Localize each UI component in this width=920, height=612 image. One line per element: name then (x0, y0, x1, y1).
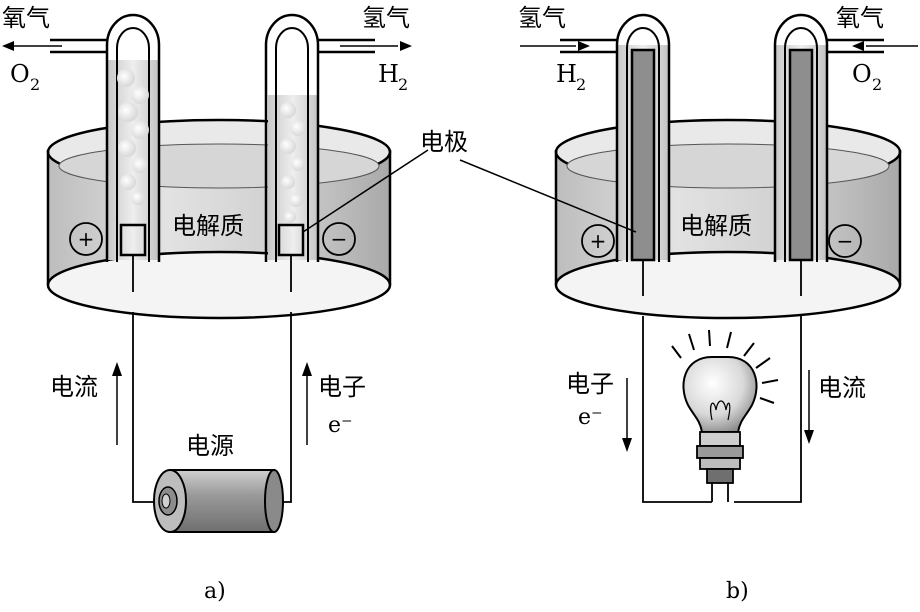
oxygen-label-b: 氧气 (836, 4, 884, 32)
hydrogen-tube-a (264, 13, 375, 292)
electrode-callout: 电极 (302, 128, 637, 233)
plus-sign-a: + (69, 222, 103, 256)
panel-a: 氧气 O 2 氢气 H 2 电解质 + − 电流 电子 e⁻ (2, 4, 412, 604)
caption-b: b) (726, 579, 749, 604)
minus-sign-a: − (322, 222, 356, 256)
bubbles-h2 (280, 102, 306, 223)
light-bulb-icon (671, 329, 779, 502)
hydrogen-sub-a: 2 (398, 75, 408, 94)
battery-icon (153, 469, 284, 533)
oxygen-label-a: 氧气 (2, 4, 50, 32)
minus-sign-b: − (828, 224, 862, 258)
oxygen-sub-b: 2 (872, 75, 882, 94)
electrode-label: 电极 (420, 128, 468, 156)
hydrogen-formula-b: H (556, 60, 577, 88)
panel-b: 氢气 H 2 氧气 O 2 电解质 + − (518, 4, 918, 604)
hydrogen-formula-a: H (378, 60, 399, 88)
plus-sign-b: + (581, 224, 615, 258)
electrode-rod-anode-b (630, 48, 656, 262)
electron-symbol-a: e⁻ (328, 413, 353, 438)
oxygen-tube-a (50, 13, 161, 292)
hydrogen-label-a: 氢气 (362, 4, 410, 32)
svg-text:−: − (331, 227, 348, 251)
power-label: 电源 (186, 432, 234, 460)
bubbles-o2 (117, 69, 149, 205)
current-label-a: 电流 (50, 373, 98, 401)
oxygen-sub-a: 2 (30, 75, 40, 94)
hydrogen-sub-b: 2 (576, 75, 586, 94)
oxygen-formula-a: O (10, 60, 30, 88)
electrolyte-label-a: 电解质 (172, 212, 244, 240)
oxygen-formula-b: O (852, 60, 872, 88)
circuit-b (642, 316, 802, 503)
svg-text:+: + (590, 229, 607, 253)
svg-text:+: + (78, 227, 95, 251)
electrolyte-label-b: 电解质 (680, 212, 752, 240)
electron-label-a: 电子 (318, 373, 366, 401)
current-label-b: 电流 (818, 374, 866, 402)
oxygen-tube-b (773, 13, 884, 296)
hydrogen-label-b: 氢气 (518, 4, 566, 32)
electron-symbol-b: e⁻ (578, 405, 603, 430)
svg-text:−: − (837, 229, 854, 253)
caption-a: a) (204, 579, 226, 604)
hydrogen-tube-b (560, 13, 671, 296)
bulb-rays (671, 329, 779, 404)
electron-label-b: 电子 (566, 370, 614, 398)
electrode-rod-cathode-b (788, 48, 814, 262)
